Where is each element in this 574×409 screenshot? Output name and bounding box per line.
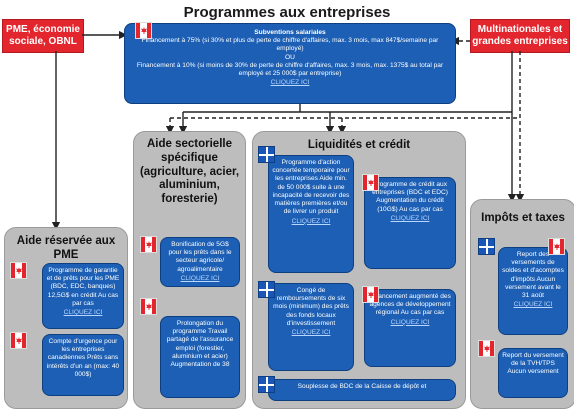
panel-sector-title: Aide sectorielle spécifique (agriculture…: [139, 138, 240, 206]
agri-loans-link[interactable]: CLIQUEZ ICI: [180, 274, 220, 282]
wage-subsidy-link[interactable]: CLIQUEZ ICI: [270, 79, 310, 87]
quebec-flag-icon: [258, 376, 275, 393]
work-sharing-box: Prolongation du programme Travail partag…: [160, 316, 240, 398]
canada-flag-icon: [362, 286, 379, 303]
audience-box-pme: PME, économie sociale, OBNL: [2, 19, 84, 53]
panel-tax-title: Impôts et taxes: [481, 212, 565, 224]
audience-box-large-enterprises: Multinationales et grandes entreprises: [470, 19, 570, 53]
tax-deferral-link[interactable]: CLIQUEZ ICI: [513, 301, 553, 309]
wage-subsidy-heading: Subventions salariales: [254, 29, 326, 36]
canada-flag-icon: [362, 174, 379, 191]
canada-flag-icon: [10, 332, 27, 349]
quebec-flag-icon: [258, 146, 275, 163]
tax-deferral-box: Report des versements de soldes et d'aco…: [498, 247, 568, 335]
repayment-leave-box: Congé de remboursements de six mois (min…: [268, 283, 354, 371]
canada-flag-icon: [140, 236, 157, 253]
agri-loans-box: Bonification de 5G$ pour les prêts dans …: [160, 237, 240, 287]
pact-program-text: Programme d'action concertée temporaire …: [272, 159, 350, 216]
bdc-flexibility-text: Souplesse de BDC de la Caisse de dépôt e…: [297, 383, 427, 390]
emergency-account-text: Compte d'urgence pour les entreprises ca…: [46, 338, 120, 378]
pme-loan-guarantee-text: Programme de garantie et de prêts pour l…: [46, 267, 120, 307]
pact-program-box: Programme d'action concertée temporaire …: [268, 155, 354, 273]
gst-deferral-text: Report du versement de la TVH/TPS Aucun …: [502, 352, 564, 376]
regional-development-text: Financement augmenté des agences de déve…: [369, 293, 451, 317]
repayment-leave-link[interactable]: CLIQUEZ ICI: [291, 329, 331, 337]
connector-arrows: [51, 30, 525, 231]
tax-deferral-text: Report des versements de soldes et d'aco…: [502, 251, 564, 300]
agri-loans-text: Bonification de 5G$ pour les prêts dans …: [168, 241, 232, 273]
panel-liquidity-title: Liquidités et crédit: [307, 139, 411, 151]
canada-flag-icon: [135, 22, 152, 39]
quebec-flag-icon: [478, 238, 495, 255]
repayment-leave-text: Congé de remboursements de six mois (min…: [273, 287, 349, 327]
regional-development-link[interactable]: CLIQUEZ ICI: [390, 318, 430, 326]
bdc-flexibility-box: Souplesse de BDC de la Caisse de dépôt e…: [268, 379, 456, 401]
panel-pme-title: Aide réservée aux PME: [16, 235, 116, 261]
regional-development-box: Financement augmenté des agences de déve…: [364, 289, 456, 367]
canada-flag-icon: [548, 238, 565, 255]
business-credit-link[interactable]: CLIQUEZ ICI: [390, 214, 430, 222]
pme-loan-guarantee-link[interactable]: CLIQUEZ ICI: [63, 309, 103, 317]
canada-flag-icon: [478, 340, 495, 357]
gst-deferral-box: Report du versement de la TVH/TPS Aucun …: [498, 348, 568, 398]
canada-flag-icon: [140, 298, 157, 315]
pact-program-link[interactable]: CLIQUEZ ICI: [291, 217, 331, 225]
quebec-flag-icon: [258, 281, 275, 298]
business-credit-text: Programme de crédit aux entreprises (BDC…: [372, 181, 448, 213]
work-sharing-text: Prolongation du programme Travail partag…: [166, 320, 234, 369]
canada-flag-icon: [10, 262, 27, 279]
wage-subsidy-or: OU: [285, 53, 295, 61]
page-title: Programmes aux entreprises: [183, 4, 391, 21]
emergency-account-box: Compte d'urgence pour les entreprises ca…: [42, 334, 124, 396]
wage-subsidy-line-1: Financement à 75% (si 30% et plus de per…: [141, 37, 439, 53]
business-credit-box: Programme de crédit aux entreprises (BDC…: [364, 177, 456, 269]
wage-subsidy-box: Subventions salariales Financement à 75%…: [124, 23, 456, 104]
wage-subsidy-line-2: Financement à 10% (si moins de 30% de pe…: [136, 61, 444, 78]
pme-loan-guarantee-box: Programme de garantie et de prêts pour l…: [42, 263, 124, 329]
